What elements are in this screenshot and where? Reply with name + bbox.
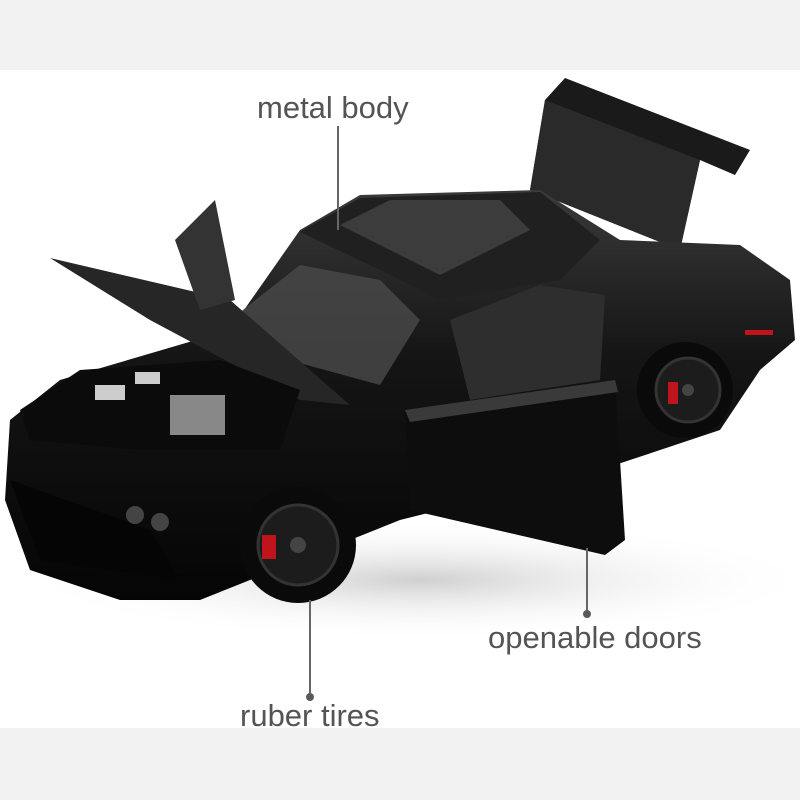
rear-wheel	[637, 342, 733, 438]
leader-dot-openable-doors	[583, 610, 591, 618]
callout-metal-body: metal body	[257, 90, 409, 125]
leader-line-openable-doors	[586, 548, 588, 614]
headlight	[126, 506, 144, 524]
open-door	[405, 380, 625, 555]
sunroof	[340, 200, 530, 275]
leader-dot-rubber-tires	[306, 693, 314, 701]
left-door-open	[175, 200, 235, 310]
side-window	[450, 285, 605, 400]
callout-openable-doors: openable doors	[488, 620, 702, 655]
front-wheel	[240, 487, 356, 603]
leader-line-metal-body	[337, 126, 339, 230]
front-bumper	[10, 480, 180, 580]
top-band	[0, 0, 800, 70]
brake-caliper	[262, 535, 276, 559]
taillight	[745, 330, 773, 335]
car-body	[5, 190, 795, 600]
callout-rubber-tires: ruber tires	[240, 698, 380, 733]
engine	[170, 395, 225, 435]
leader-line-rubber-tires	[309, 600, 311, 697]
engine-bay	[20, 360, 300, 450]
bottom-band	[0, 728, 800, 800]
hood	[50, 258, 350, 405]
